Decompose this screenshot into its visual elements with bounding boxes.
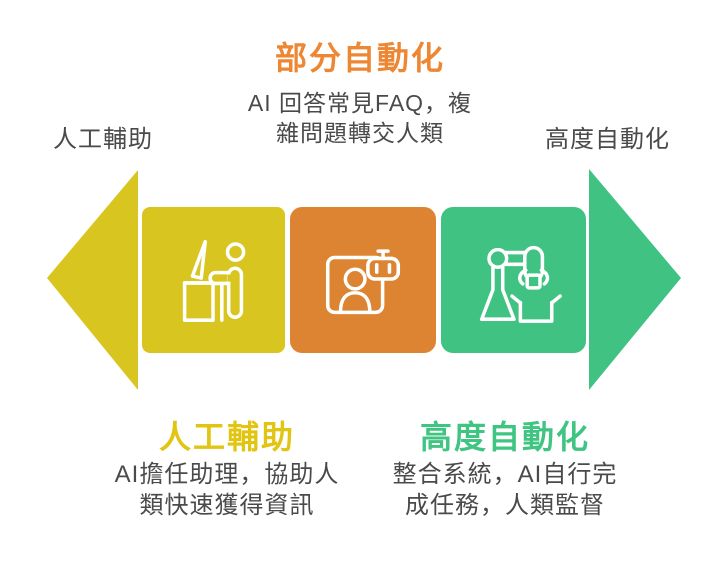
partial-automation-caption: AI 回答常見FAQ，複 雜問題轉交人類 (210, 88, 510, 148)
human-assisted-top-label: 人工輔助 (53, 126, 153, 153)
left-arrow-icon (47, 170, 138, 390)
human-assisted-heading: 人工輔助 (158, 419, 295, 455)
high-automation-heading: 高度自動化 (419, 419, 590, 455)
human-assisted-caption-line1: AI擔任助理，協助人 (114, 461, 340, 488)
partial-automation-caption-line1: AI 回答常見FAQ，複 (247, 90, 473, 116)
high-automation-caption-line1: 整合系統，AI自行完 (392, 461, 618, 488)
human-robot-chat-icon (325, 249, 401, 315)
human-assisted-caption: AI擔任助理，協助人 類快速獲得資訊 (96, 459, 358, 521)
stage-card-high-automation (441, 207, 586, 353)
high-automation-top-label: 高度自動化 (545, 126, 670, 153)
stage-card-partial-automation (290, 207, 436, 353)
robotic-arm-icon (479, 245, 562, 323)
partial-automation-title: 部分自動化 (274, 40, 445, 76)
partial-automation-caption-line2: 雜問題轉交人類 (276, 120, 444, 146)
right-arrow-icon (589, 169, 681, 390)
stage-card-human-assisted (142, 207, 285, 353)
high-automation-caption-line2: 成任務，人類監督 (405, 492, 605, 519)
person-at-desk-icon (182, 240, 245, 322)
high-automation-caption: 整合系統，AI自行完 成任務，人類監督 (374, 459, 636, 521)
human-assisted-caption-line2: 類快速獲得資訊 (139, 492, 315, 519)
